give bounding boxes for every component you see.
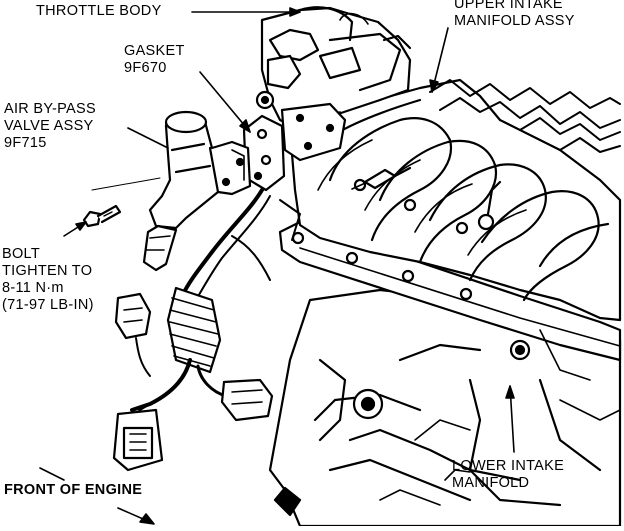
label-lower-intake-manifold: LOWER INTAKE MANIFOLD (452, 458, 565, 491)
label-gasket: GASKET 9F670 (124, 43, 185, 76)
upper-intake-manifold (288, 78, 622, 322)
label-front-of-engine: FRONT OF ENGINE (4, 482, 143, 498)
air-bypass-valve (142, 110, 252, 272)
engine-block (268, 288, 622, 528)
leader-lines (39, 7, 515, 525)
lower-intake-manifold (278, 220, 622, 381)
wiring-harness (112, 188, 301, 472)
throttle-body (255, 6, 412, 162)
bolt (82, 204, 122, 228)
label-bolt: BOLT TIGHTEN TO 8-11 N·m (71-97 LB-IN) (2, 246, 94, 313)
label-throttle-body: THROTTLE BODY (36, 3, 162, 19)
label-air-bypass-valve: AIR BY-PASS VALVE ASSY 9F715 (4, 101, 96, 151)
label-upper-intake-manifold: UPPER INTAKE MANIFOLD ASSY (454, 0, 575, 29)
